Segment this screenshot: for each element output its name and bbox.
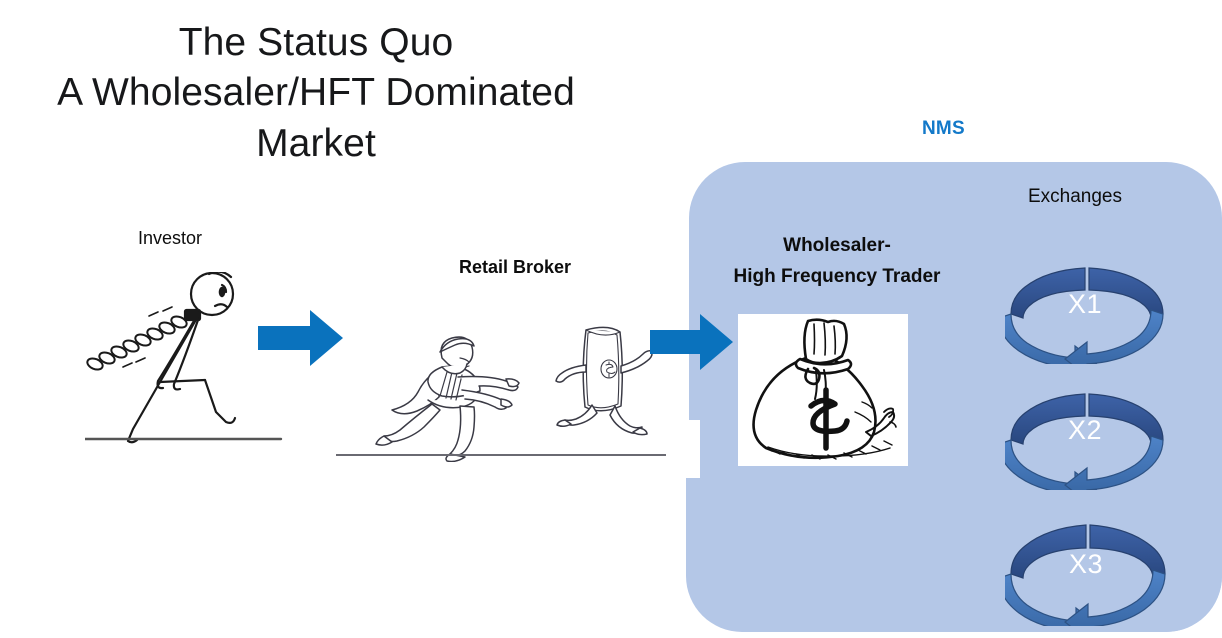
wholesaler-hft-label: Wholesaler- High Frequency Trader [733, 235, 941, 287]
page-title: The Status Quo A Wholesaler/HFT Dominate… [57, 21, 575, 165]
stick-figure-dragging-chain-icon [83, 270, 285, 462]
retail-broker-label: Retail Broker [458, 257, 572, 277]
exchanges-label: Exchanges [1027, 186, 1122, 207]
money-bag-with-dollar-sign-icon [738, 314, 908, 471]
exchange-cycle-x3[interactable]: X3 [998, 512, 1167, 638]
investor-label: Investor [137, 228, 203, 248]
nms-label: NMS [922, 118, 965, 139]
exchange-cycle-x2[interactable]: X2 [998, 382, 1165, 508]
broker-to-wholesaler-arrow [650, 312, 734, 377]
investor-to-broker-arrow [258, 307, 344, 374]
person-chasing-dollar-bill-icon [336, 322, 666, 467]
exchange-cycle-x1[interactable]: X1 [998, 256, 1165, 382]
